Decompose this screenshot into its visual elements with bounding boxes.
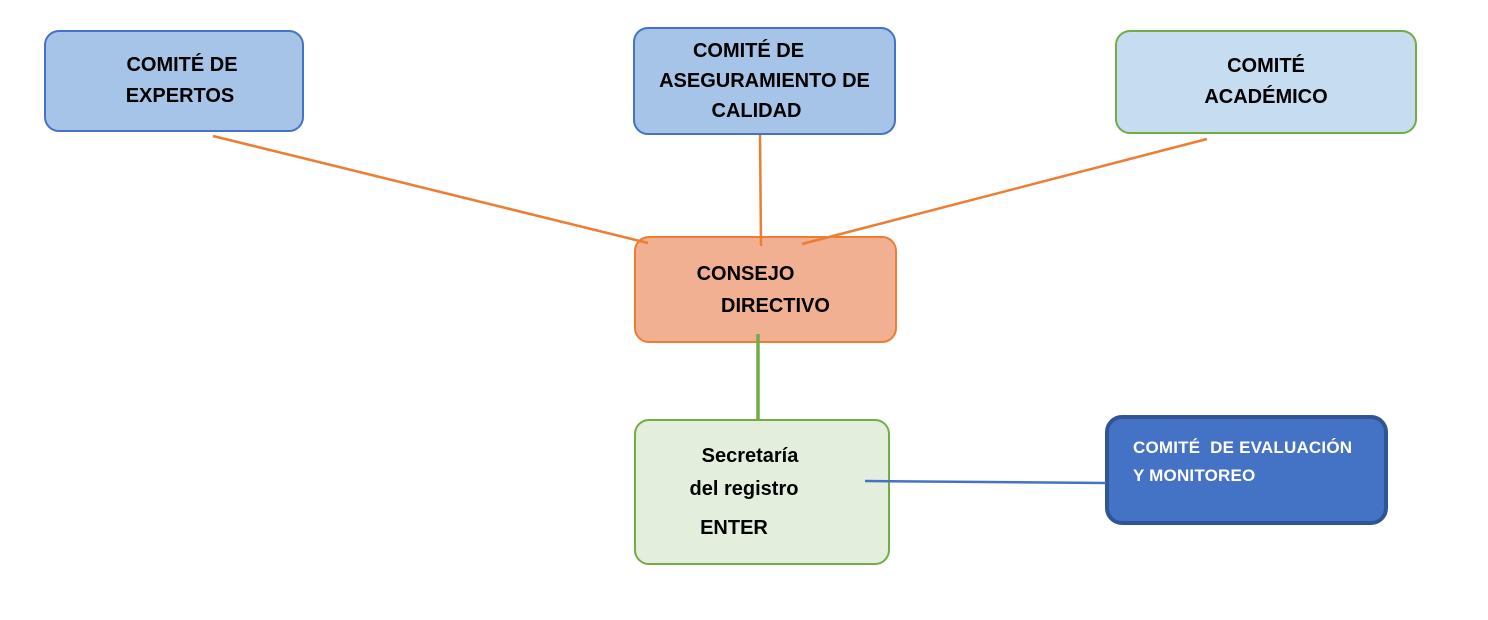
node-label-line: DIRECTIVO xyxy=(721,294,830,317)
node-comite-academico: COMITÉ ACADÉMICO xyxy=(1115,30,1417,134)
node-label-line: ACADÉMICO xyxy=(1204,86,1328,108)
node-label-line: CALIDAD xyxy=(711,100,802,122)
node-comite-de-expertos: COMITÉ DE EXPERTOS xyxy=(44,30,304,132)
node-label-line: Secretaría xyxy=(701,444,799,467)
connector-aseguramiento-consejo xyxy=(758,134,763,247)
node-label-line: ENTER xyxy=(700,516,768,539)
node-consejo-directivo: CONSEJO DIRECTIVO xyxy=(634,236,897,343)
connector-academico-consejo xyxy=(801,137,1208,246)
node-label-line: COMITÉ xyxy=(1227,55,1305,77)
node-secretaria-del-registro-enter: Secretaría del registro ENTER xyxy=(634,419,890,565)
node-comite-aseguramiento-calidad: COMITÉ DE ASEGURAMIENTO DE CALIDAD xyxy=(633,27,896,135)
node-label-line: del registro xyxy=(689,477,799,500)
node-label-line: EXPERTOS xyxy=(125,85,235,107)
node-comite-evaluacion-monitoreo: COMITÉ DE EVALUACIÓN Y MONITOREO xyxy=(1105,415,1388,525)
node-label-line: ASEGURAMIENTO DE xyxy=(659,70,870,92)
node-label-line: COMITÉ DE EVALUACIÓN xyxy=(1133,438,1353,457)
node-label-line: Y MONITOREO xyxy=(1133,466,1256,485)
node-label-line: COMITÉ DE xyxy=(126,54,238,76)
connector-expertos-consejo xyxy=(212,134,649,245)
node-label-line: COMITÉ DE xyxy=(692,40,805,62)
node-label-line: CONSEJO xyxy=(696,262,795,285)
connector-secretaria-evaluacion xyxy=(864,479,1107,485)
